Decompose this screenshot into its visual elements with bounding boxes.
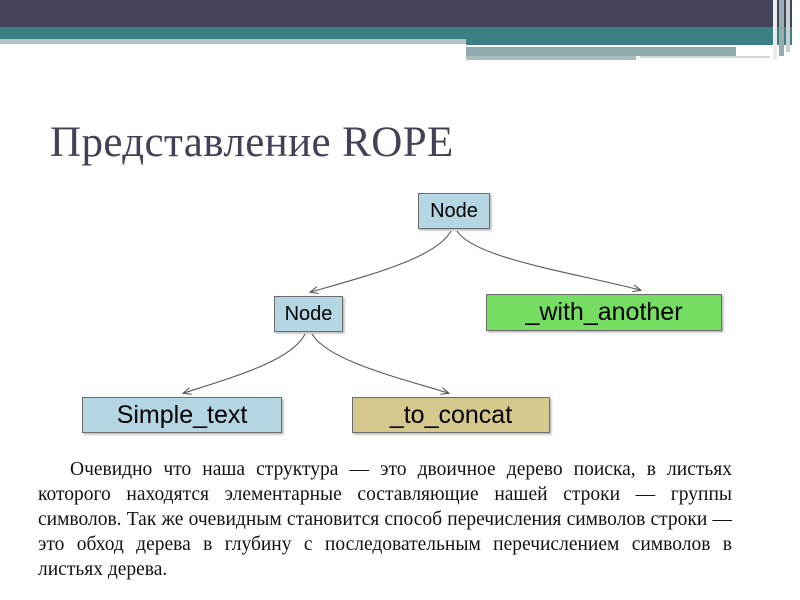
header-vertical-bar-4	[792, 0, 800, 46]
header-steel-band-lower	[466, 56, 636, 60]
tree-edges-svg	[0, 230, 800, 445]
header-dark-band	[0, 0, 800, 27]
edge-root-to-inner	[311, 230, 452, 292]
tree-node-simple-text: Simple_text	[82, 397, 282, 433]
header-light-band-left	[0, 39, 466, 44]
header-vertical-bar-2	[779, 0, 784, 56]
edge-inner-to-to-concat	[311, 333, 448, 393]
tree-node-root: Node	[418, 193, 490, 229]
tree-node-inner: Node	[274, 296, 343, 332]
tree-node-with-another: _with_another	[486, 294, 722, 331]
edge-inner-to-simple-text	[184, 333, 306, 393]
body-paragraph: Очевидно что наша структура — это двоичн…	[38, 459, 732, 580]
header-vertical-bar-3	[786, 0, 790, 52]
header-thin-line	[640, 56, 770, 58]
header-vertical-bar-1	[773, 0, 777, 60]
rope-tree-diagram: Node Node _with_another Simple_text _to_…	[0, 180, 800, 445]
header-teal-band-right	[466, 27, 800, 45]
slide-header-decoration	[0, 0, 800, 66]
header-steel-band	[466, 47, 736, 56]
tree-node-to-concat: _to_concat	[352, 397, 550, 433]
edge-root-to-with-another	[456, 230, 640, 290]
page-title: Представление ROPE	[50, 119, 454, 166]
